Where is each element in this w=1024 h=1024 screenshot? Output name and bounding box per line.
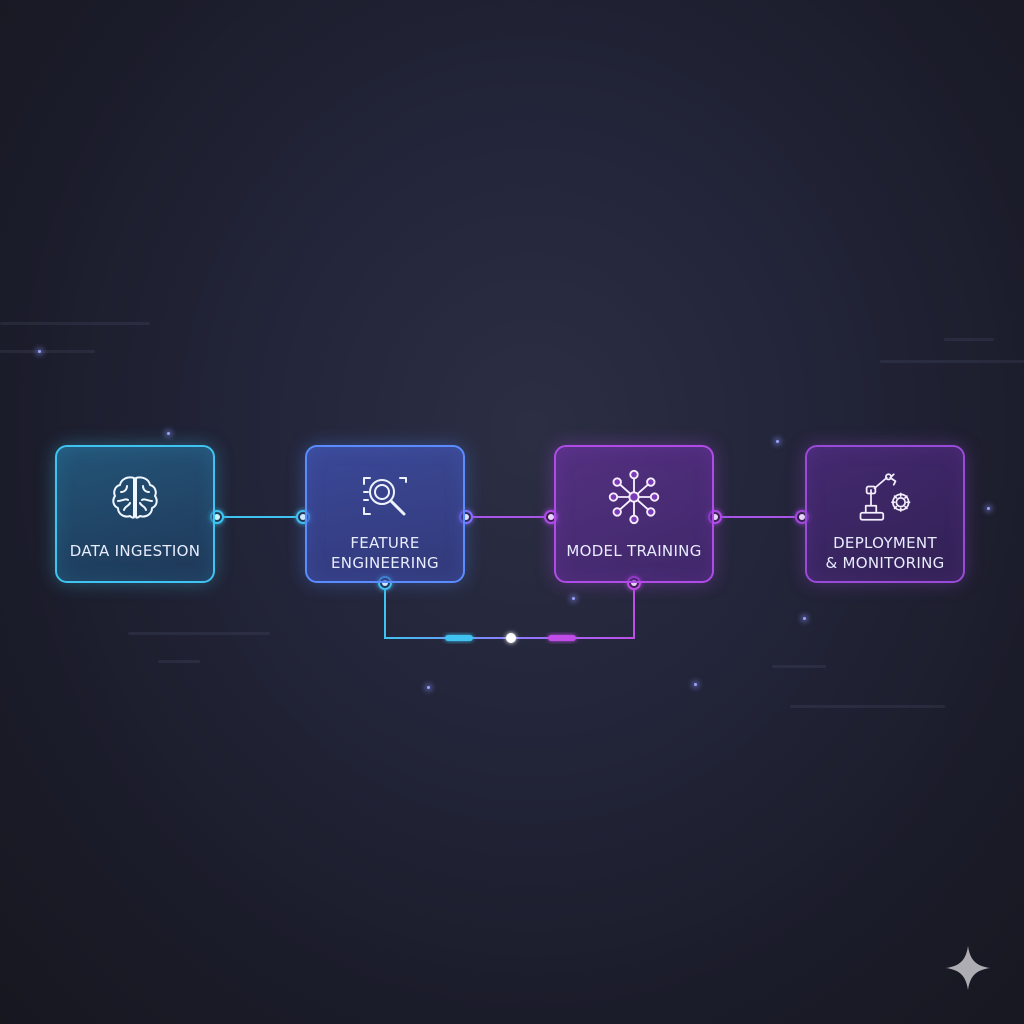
background-streak [772, 665, 826, 668]
node-label: DATA INGESTION [69, 542, 201, 560]
background-streak [0, 322, 150, 325]
background-star [167, 432, 170, 435]
background-streak [880, 360, 1024, 363]
background-star [427, 686, 430, 689]
edge-feedback-loop [378, 576, 641, 643]
node-label: MODEL TRAINING [566, 542, 702, 560]
connector-port-dot [300, 514, 306, 520]
edge-model-training-to-deployment [708, 510, 809, 524]
background-star [803, 617, 806, 620]
background-star [572, 597, 575, 600]
node-data-ingestion: DATA INGESTION [55, 445, 215, 583]
flow-pulse [548, 635, 576, 641]
background-streak [790, 705, 945, 708]
node-feature-engineering: FEATURE ENGINEERING [305, 445, 465, 583]
node-label: FEATURE ENGINEERING [331, 534, 439, 572]
network-icon [606, 469, 662, 525]
background-star [987, 507, 990, 510]
brain-icon [107, 469, 163, 525]
connector-port-dot [548, 514, 554, 520]
magnifier-icon [357, 469, 413, 525]
node-deployment-monitoring: DEPLOYMENT & MONITORING [805, 445, 965, 583]
edge-feature-engineering-to-model-training [459, 510, 558, 524]
sparkle-watermark-icon [946, 946, 990, 990]
robot-arm-gear-icon [857, 469, 913, 525]
node-model-training: MODEL TRAINING [554, 445, 714, 583]
background-star [776, 440, 779, 443]
flow-pulse [445, 635, 473, 641]
background-streak [158, 660, 200, 663]
background-streak [128, 632, 270, 635]
edge-data-ingestion-to-feature-engineering [210, 510, 310, 524]
connector-port-dot [799, 514, 805, 520]
node-label: DEPLOYMENT & MONITORING [825, 534, 945, 572]
background-star [38, 350, 41, 353]
background-streak [0, 350, 95, 353]
background-star [694, 683, 697, 686]
connector-port-dot [214, 514, 220, 520]
background-streak [944, 338, 994, 341]
flow-dot [506, 633, 516, 643]
